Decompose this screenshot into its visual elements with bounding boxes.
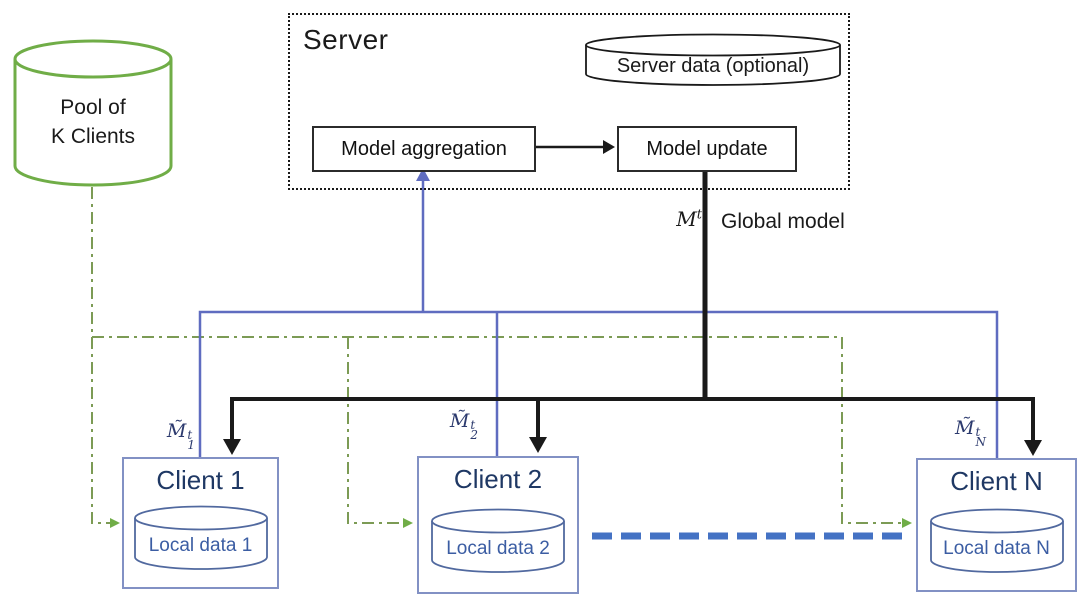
model-aggregation-label: Model aggregation [341,137,507,160]
server-data-cylinder-top [585,33,841,57]
client-2-cylinder-top [431,508,565,534]
pool-cylinder-top [13,39,173,79]
pool-label-line1: Pool of [60,96,126,119]
client-2-box: Client 2 Local data 2 [417,456,579,594]
client-2-cylinder-body [431,521,565,573]
client-1-cylinder-top [133,505,268,531]
client-n-local-data-label: Local data N [943,538,1050,559]
black-arrowhead-client-1 [223,439,241,455]
client-n-cylinder-top [929,508,1064,534]
server-title: Server [303,24,389,55]
black-arrowhead-client-2 [529,437,547,453]
model-update-box: Model update [617,126,797,172]
blue-arrowhead-aggregation [416,168,430,181]
sampling-line-to-client-1 [91,187,111,524]
sampling-line-to-client-n [841,337,903,524]
client-1-cylinder-body [133,518,268,570]
model-aggregation-box: Model aggregation [312,126,536,172]
client-1-local-data-label: Local data 1 [148,535,253,556]
client-1-name: Client 1 [156,465,245,495]
model-update-label: Model update [646,137,768,160]
global-model-symbol: Mt [676,207,702,231]
upload-trunk [198,310,999,458]
green-arrowhead-client-n [902,518,912,528]
server-container [288,13,850,190]
client-1-box: Client 1 Local data 1 [122,457,279,589]
green-arrowhead-client-2 [403,518,413,528]
green-arrowhead-client-1 [110,518,120,528]
server-data-cylinder: Server data (optional) [585,33,841,87]
pool-label-line2: K Clients [50,125,136,148]
client-n-local-data-cylinder: Local data N [929,508,1064,574]
client-2-local-data-label: Local data 2 [446,538,550,559]
pool-label: Pool of K Clients [13,93,173,151]
server-data-label: Server data (optional) [616,55,810,77]
model-upload-lines [198,180,999,458]
pool-cylinder-body [13,59,173,187]
global-model-text: Global model [721,210,845,233]
client-n-cylinder-body [929,521,1064,573]
global-model-lines [230,145,1035,441]
client-n-box: Client N Local data N [916,458,1077,592]
pool-of-clients-cylinder: Pool of K Clients [13,38,173,188]
sampling-line-to-client-2 [347,337,404,524]
black-arrowhead-update [603,140,615,154]
client-n-name: Client N [950,466,1043,496]
client-2-local-data-cylinder: Local data 2 [431,508,565,574]
client-2-name: Client 2 [453,464,543,494]
client-1-local-data-cylinder: Local data 1 [133,505,268,571]
black-arrowhead-client-n [1024,440,1042,456]
